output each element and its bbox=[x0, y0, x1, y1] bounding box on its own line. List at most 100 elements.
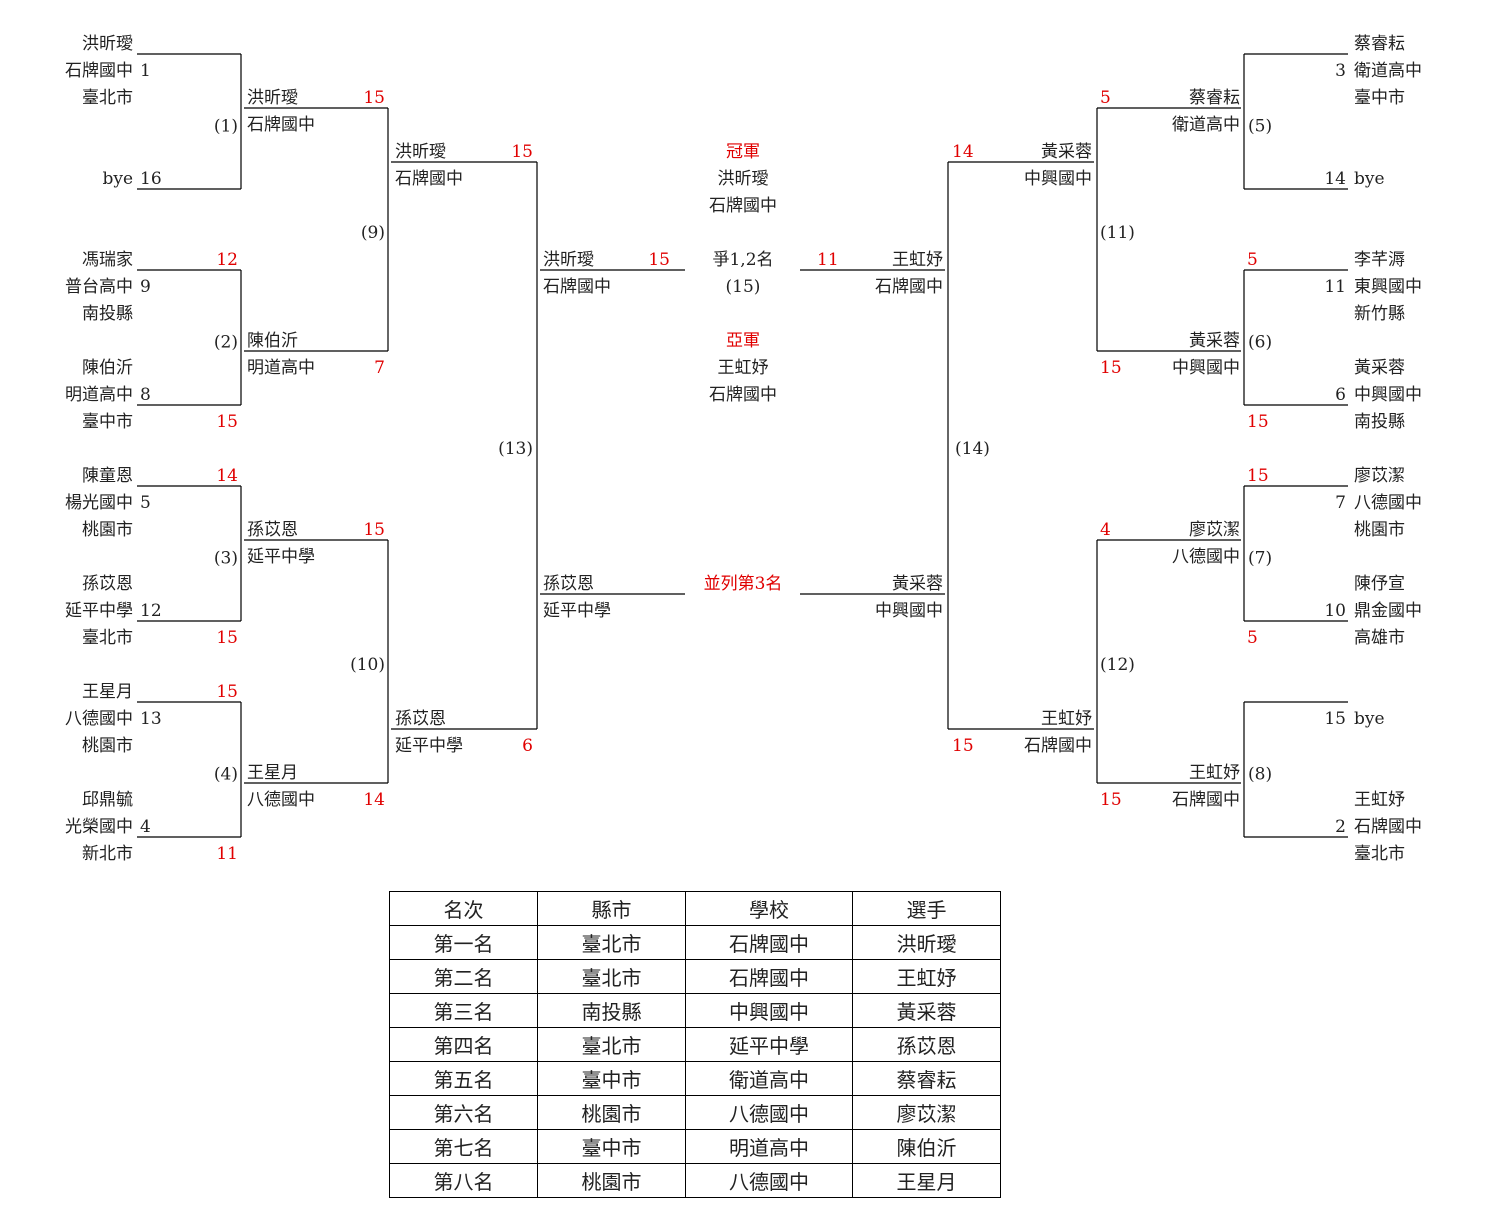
ranking-row: 第一名 臺北市 石牌國中 洪昕璦 bbox=[389, 925, 1001, 960]
player-city: 新竹縣 bbox=[1354, 304, 1405, 324]
match-score: 15 bbox=[952, 736, 974, 756]
match-number: (12) bbox=[1100, 655, 1135, 675]
seed-number: 13 bbox=[140, 709, 162, 729]
player-name: 洪昕璦 bbox=[82, 34, 133, 54]
player-city: 新北市 bbox=[82, 844, 133, 864]
runner-up-name: 王虹妤 bbox=[718, 358, 769, 378]
header-school: 學校 bbox=[685, 891, 853, 926]
match-score: 11 bbox=[817, 250, 839, 270]
school-cell: 石牌國中 bbox=[685, 959, 853, 994]
player-cell: 洪昕璦 bbox=[852, 925, 1001, 960]
player-school: 楊光國中 bbox=[65, 493, 133, 513]
seed-number: 11 bbox=[1324, 277, 1346, 297]
winner-name: 王虹妤 bbox=[1189, 763, 1240, 783]
school-cell: 八德國中 bbox=[685, 1095, 853, 1130]
match-score: 6 bbox=[522, 736, 533, 756]
match-score: 15 bbox=[511, 142, 533, 162]
city-cell: 臺中市 bbox=[537, 1129, 686, 1164]
ranking-row: 第三名 南投縣 中興國中 黃采蓉 bbox=[389, 993, 1001, 1028]
player-name: 孫苡恩 bbox=[82, 574, 133, 594]
player-name: 李芊溽 bbox=[1354, 250, 1405, 270]
player-school: 八德國中 bbox=[65, 709, 133, 729]
city-cell: 臺中市 bbox=[537, 1061, 686, 1096]
match-score: 15 bbox=[216, 412, 238, 432]
player-name: 蔡睿耘 bbox=[1354, 34, 1405, 54]
match-score: 5 bbox=[1100, 88, 1111, 108]
school-cell: 衛道高中 bbox=[685, 1061, 853, 1096]
header-player: 選手 bbox=[852, 891, 1001, 926]
match-score: 11 bbox=[216, 844, 238, 864]
match-number: (9) bbox=[361, 223, 385, 243]
bye-label: bye bbox=[102, 169, 133, 189]
winner-name: 王星月 bbox=[247, 763, 298, 783]
match-number: (8) bbox=[1248, 765, 1272, 785]
seed-number: 6 bbox=[1335, 385, 1346, 405]
match-score: 14 bbox=[363, 790, 385, 810]
player-name: 王星月 bbox=[82, 682, 133, 702]
ranking-table: 名次 縣市 學校 選手 第一名 臺北市 石牌國中 洪昕璦 第二名 臺北市 石牌國… bbox=[389, 891, 1001, 1198]
player-name: 陳童恩 bbox=[82, 466, 133, 486]
match-score: 15 bbox=[363, 88, 385, 108]
rank-cell: 第三名 bbox=[389, 993, 538, 1028]
match-score: 5 bbox=[1247, 250, 1258, 270]
final-title: 爭1,2名 bbox=[712, 250, 773, 270]
player-cell: 蔡睿耘 bbox=[852, 1061, 1001, 1096]
match-score: 15 bbox=[363, 520, 385, 540]
finalist-school: 石牌國中 bbox=[875, 277, 943, 297]
seed-number: 9 bbox=[140, 277, 151, 297]
header-city: 縣市 bbox=[537, 891, 686, 926]
player-cell: 孫苡恩 bbox=[852, 1027, 1001, 1062]
school-cell: 八德國中 bbox=[685, 1163, 853, 1198]
runner-up-title: 亞軍 bbox=[726, 331, 760, 351]
city-cell: 桃園市 bbox=[537, 1163, 686, 1198]
winner-name: 孫苡恩 bbox=[395, 709, 446, 729]
player-name: 王虹妤 bbox=[1354, 790, 1405, 810]
match-score: 14 bbox=[216, 466, 238, 486]
winner-school: 明道高中 bbox=[247, 358, 315, 378]
tournament-bracket: 洪昕璦石牌國中臺北市116bye馮瑞家普台高中南投縣912陳伯沂明道高中臺中市8… bbox=[65, 34, 1422, 864]
player-school: 普台高中 bbox=[65, 277, 133, 297]
winner-school: 石牌國中 bbox=[395, 169, 463, 189]
player-name: 邱鼎毓 bbox=[82, 790, 133, 810]
match-score: 15 bbox=[1247, 412, 1269, 432]
runner-up-school: 石牌國中 bbox=[709, 385, 777, 405]
player-city: 高雄市 bbox=[1354, 628, 1405, 648]
champion-school: 石牌國中 bbox=[709, 196, 777, 216]
rank-cell: 第二名 bbox=[389, 959, 538, 994]
winner-name: 陳伯沂 bbox=[247, 331, 298, 351]
player-school: 東興國中 bbox=[1354, 277, 1422, 297]
player-school: 中興國中 bbox=[1354, 385, 1422, 405]
match-score: 15 bbox=[216, 628, 238, 648]
seed-number: 7 bbox=[1335, 493, 1346, 513]
match-number: (3) bbox=[214, 549, 238, 569]
match-number: (5) bbox=[1248, 117, 1272, 137]
winner-name: 洪昕璦 bbox=[395, 142, 446, 162]
ranking-row: 第五名 臺中市 衛道高中 蔡睿耘 bbox=[389, 1061, 1001, 1096]
champion-title: 冠軍 bbox=[726, 142, 760, 162]
seed-number: 8 bbox=[140, 385, 151, 405]
player-school: 鼎金國中 bbox=[1354, 601, 1422, 621]
ranking-row: 第七名 臺中市 明道高中 陳伯沂 bbox=[389, 1129, 1001, 1164]
player-name: 黃采蓉 bbox=[1354, 358, 1405, 378]
player-city: 桃園市 bbox=[1354, 520, 1405, 540]
seed-number: 10 bbox=[1324, 601, 1346, 621]
seed-number: 5 bbox=[140, 493, 151, 513]
player-cell: 王星月 bbox=[852, 1163, 1001, 1198]
match-score: 15 bbox=[216, 682, 238, 702]
player-city: 桃園市 bbox=[82, 736, 133, 756]
player-school: 石牌國中 bbox=[65, 61, 133, 81]
match-score: 14 bbox=[952, 142, 974, 162]
ranking-header-row: 名次 縣市 學校 選手 bbox=[389, 891, 1001, 926]
winner-school: 石牌國中 bbox=[1172, 790, 1240, 810]
match-score: 5 bbox=[1247, 628, 1258, 648]
city-cell: 臺北市 bbox=[537, 925, 686, 960]
city-cell: 臺北市 bbox=[537, 959, 686, 994]
winner-school: 延平中學 bbox=[247, 547, 315, 567]
winner-name: 黃采蓉 bbox=[1041, 142, 1092, 162]
seed-number: 1 bbox=[140, 61, 151, 81]
school-cell: 明道高中 bbox=[685, 1129, 853, 1164]
player-school: 光榮國中 bbox=[65, 817, 133, 837]
match-number: (6) bbox=[1248, 333, 1272, 353]
finalist-name: 洪昕璦 bbox=[543, 250, 594, 270]
finalist-school: 石牌國中 bbox=[543, 277, 611, 297]
